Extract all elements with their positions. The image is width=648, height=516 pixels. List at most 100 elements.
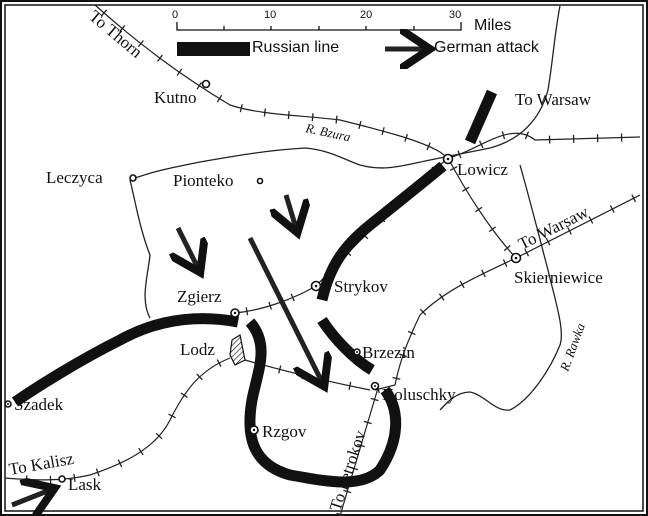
- railway-tick: [459, 280, 465, 289]
- railway-tick: [287, 111, 290, 120]
- river-rawka: [439, 164, 562, 411]
- railway-tick: [609, 205, 615, 213]
- town-lask: Lask: [68, 475, 102, 494]
- railway-tick: [501, 131, 506, 140]
- railway-tick: [502, 259, 508, 267]
- scale-tick-10: 10: [264, 9, 276, 21]
- scale-bar: 0 10 20 30 Miles: [172, 9, 511, 34]
- railway-tick: [168, 413, 176, 419]
- railway-tick: [419, 308, 427, 316]
- inner-frame: [4, 4, 644, 512]
- railway-tick: [176, 68, 183, 76]
- river-bzura: [129, 5, 561, 181]
- railway-tick: [290, 293, 295, 302]
- railway-skierniewice-koluschky: [374, 257, 517, 391]
- town-pionteko: Pionteko: [173, 171, 233, 190]
- railway-tick: [631, 194, 637, 203]
- railway-tick: [399, 353, 407, 358]
- railway-skierniewice-warsaw: [515, 194, 641, 259]
- lodz-city-area: [229, 334, 246, 366]
- railway-tick: [503, 245, 511, 252]
- railway-tick: [311, 113, 314, 122]
- label-to-warsaw-north: To Warsaw: [515, 90, 592, 109]
- railway-tick: [524, 248, 530, 257]
- railway-tick: [100, 9, 108, 17]
- legend-german-attack: German attack: [434, 39, 540, 56]
- railway-tick: [137, 40, 144, 48]
- town-skierniewice: Skierniewice: [514, 268, 603, 287]
- town-leczyca: Leczyca: [46, 168, 103, 187]
- railway-tick: [95, 468, 100, 477]
- russian-lines: [11, 89, 498, 488]
- railway-tick: [449, 166, 458, 172]
- scale-tick-30: 30: [449, 9, 461, 21]
- label-to-petrokov: To Petrokov: [326, 428, 370, 514]
- town-brzezin: Brzezin: [362, 343, 415, 362]
- railway-tick: [478, 140, 484, 149]
- railway-tick: [407, 330, 416, 336]
- railway-tick: [324, 376, 328, 385]
- town-kutno: Kutno: [154, 88, 197, 107]
- railway-tick: [138, 447, 144, 456]
- railway-tick: [457, 150, 462, 159]
- railway-tick: [301, 371, 305, 380]
- russian-line-swatch: [177, 42, 250, 56]
- railway-tick: [392, 376, 401, 380]
- railway-tick: [263, 108, 267, 117]
- town-lodz: Lodz: [180, 340, 215, 359]
- railway-tick: [196, 82, 203, 90]
- railway-tick: [216, 94, 223, 103]
- railway-tick: [370, 397, 379, 402]
- railway-tick: [381, 127, 385, 136]
- scale-tick-0: 0: [172, 9, 178, 21]
- railway-tick: [278, 365, 282, 374]
- railway-tick: [588, 216, 594, 224]
- railway-tick: [524, 131, 530, 140]
- railway-tick: [196, 373, 203, 381]
- railway-tick: [356, 443, 365, 448]
- railway-tick: [157, 54, 163, 62]
- label-river-bzura: R. Bzura: [303, 120, 352, 144]
- railway-tick: [216, 359, 222, 367]
- legend-russian-line: Russian line: [252, 39, 339, 56]
- railway-tick: [358, 120, 362, 130]
- railway-petrokov: [339, 387, 379, 516]
- label-to-thorn: To Thorn: [85, 7, 146, 62]
- railway-tick: [268, 301, 272, 310]
- railway-tick: [343, 489, 352, 494]
- railway-tick: [363, 420, 372, 425]
- railway-tick: [438, 293, 445, 301]
- german-attack-arrows: [11, 194, 322, 505]
- railway-tick: [474, 206, 483, 213]
- railway-tick: [239, 104, 243, 113]
- railway-tick: [336, 512, 345, 516]
- railway-tick: [404, 133, 408, 142]
- railway-tick: [462, 186, 470, 192]
- label-to-kalisz: To Kalisz: [7, 449, 75, 479]
- railway-tick: [245, 307, 249, 316]
- river-west-branch: [129, 179, 151, 319]
- railway-tick: [348, 381, 352, 390]
- railway-tick: [567, 226, 572, 235]
- town-koluschky: Koluschky: [382, 385, 456, 404]
- railway-tick: [481, 269, 486, 278]
- railway-tick: [545, 237, 551, 246]
- town-zgierz: Zgierz: [177, 287, 222, 306]
- scale-unit: Miles: [474, 17, 511, 34]
- railway-tick: [117, 459, 123, 468]
- town-rzgov: Rzgov: [262, 422, 307, 441]
- town-strykov: Strykov: [334, 277, 388, 296]
- town-szadek: Szadek: [14, 395, 64, 414]
- railway-thorn-lowicz: [94, 4, 449, 159]
- scale-tick-20: 20: [360, 9, 372, 21]
- railway-tick: [350, 466, 359, 471]
- label-to-warsaw-east: To Warsaw: [515, 202, 592, 254]
- town-lowicz: Lowicz: [457, 160, 508, 179]
- railway-tick: [73, 473, 76, 482]
- railway-tick: [426, 142, 431, 151]
- railway-tick: [335, 115, 338, 124]
- railway-tick: [180, 392, 188, 399]
- railway-tick: [155, 432, 163, 440]
